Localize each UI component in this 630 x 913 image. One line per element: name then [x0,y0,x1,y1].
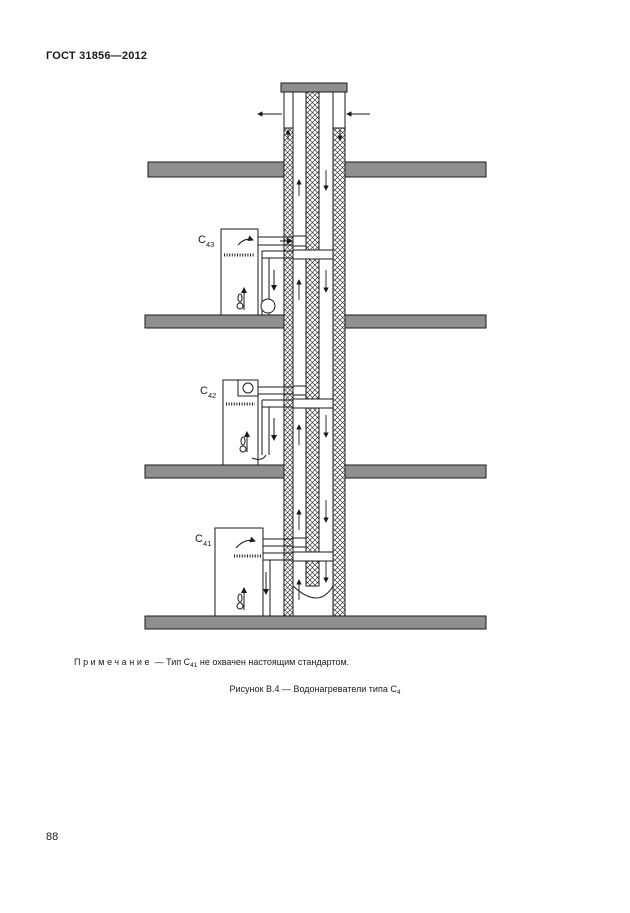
floor-slab-ground [144,615,487,630]
heater-c42 [222,379,306,466]
page-number: 88 [46,831,59,843]
outer-wall-left [283,127,294,617]
type-label-c43-sub: 43 [206,240,214,249]
caption-subscript: 4 [396,689,401,696]
note-subscript: 41 [190,662,198,669]
note-text-before: — Тип C [152,657,191,667]
floor-slab-top-right [344,161,487,178]
type-label-c42-sub: 42 [208,391,216,400]
floor-slab-top-left [147,161,285,178]
type-label-c41-sub: 41 [203,539,211,548]
type-label-c41: C 41 [195,533,211,548]
outer-wall-right [332,127,346,617]
chimney-cap [280,82,348,93]
floor-slab-3-right [344,314,487,329]
heater-c41 [214,527,306,617]
type-label-c42: C 42 [200,385,216,400]
type-label-c41-base: C [195,533,203,545]
type-label-c42-base: C [200,385,208,397]
type-label-c43-base: C [198,234,206,246]
heater-c43 [220,228,306,316]
airflow-arrows [257,111,370,600]
chimney-top-openings [283,91,346,129]
figure-note: Примечание — Тип C41 не охвачен настоящи… [74,657,349,669]
floor-slab-2-left [144,464,285,479]
floor-slab-3-left [144,314,285,329]
document-header: ГОСТ 31856—2012 [46,50,148,62]
chimney-connections [292,235,334,562]
inner-divider [305,91,320,587]
type-label-c43: C 43 [198,234,214,249]
note-prefix: Примечание [74,657,153,667]
figure-caption: Рисунок В.4 — Водонагреватели типа C4 [0,684,630,696]
chimney-shafts [283,91,346,617]
caption-text: Рисунок В.4 — Водонагреватели типа C [229,684,397,694]
note-text-after: не охвачен настоящим стандартом. [197,657,350,667]
floor-slab-2-right [344,464,487,479]
